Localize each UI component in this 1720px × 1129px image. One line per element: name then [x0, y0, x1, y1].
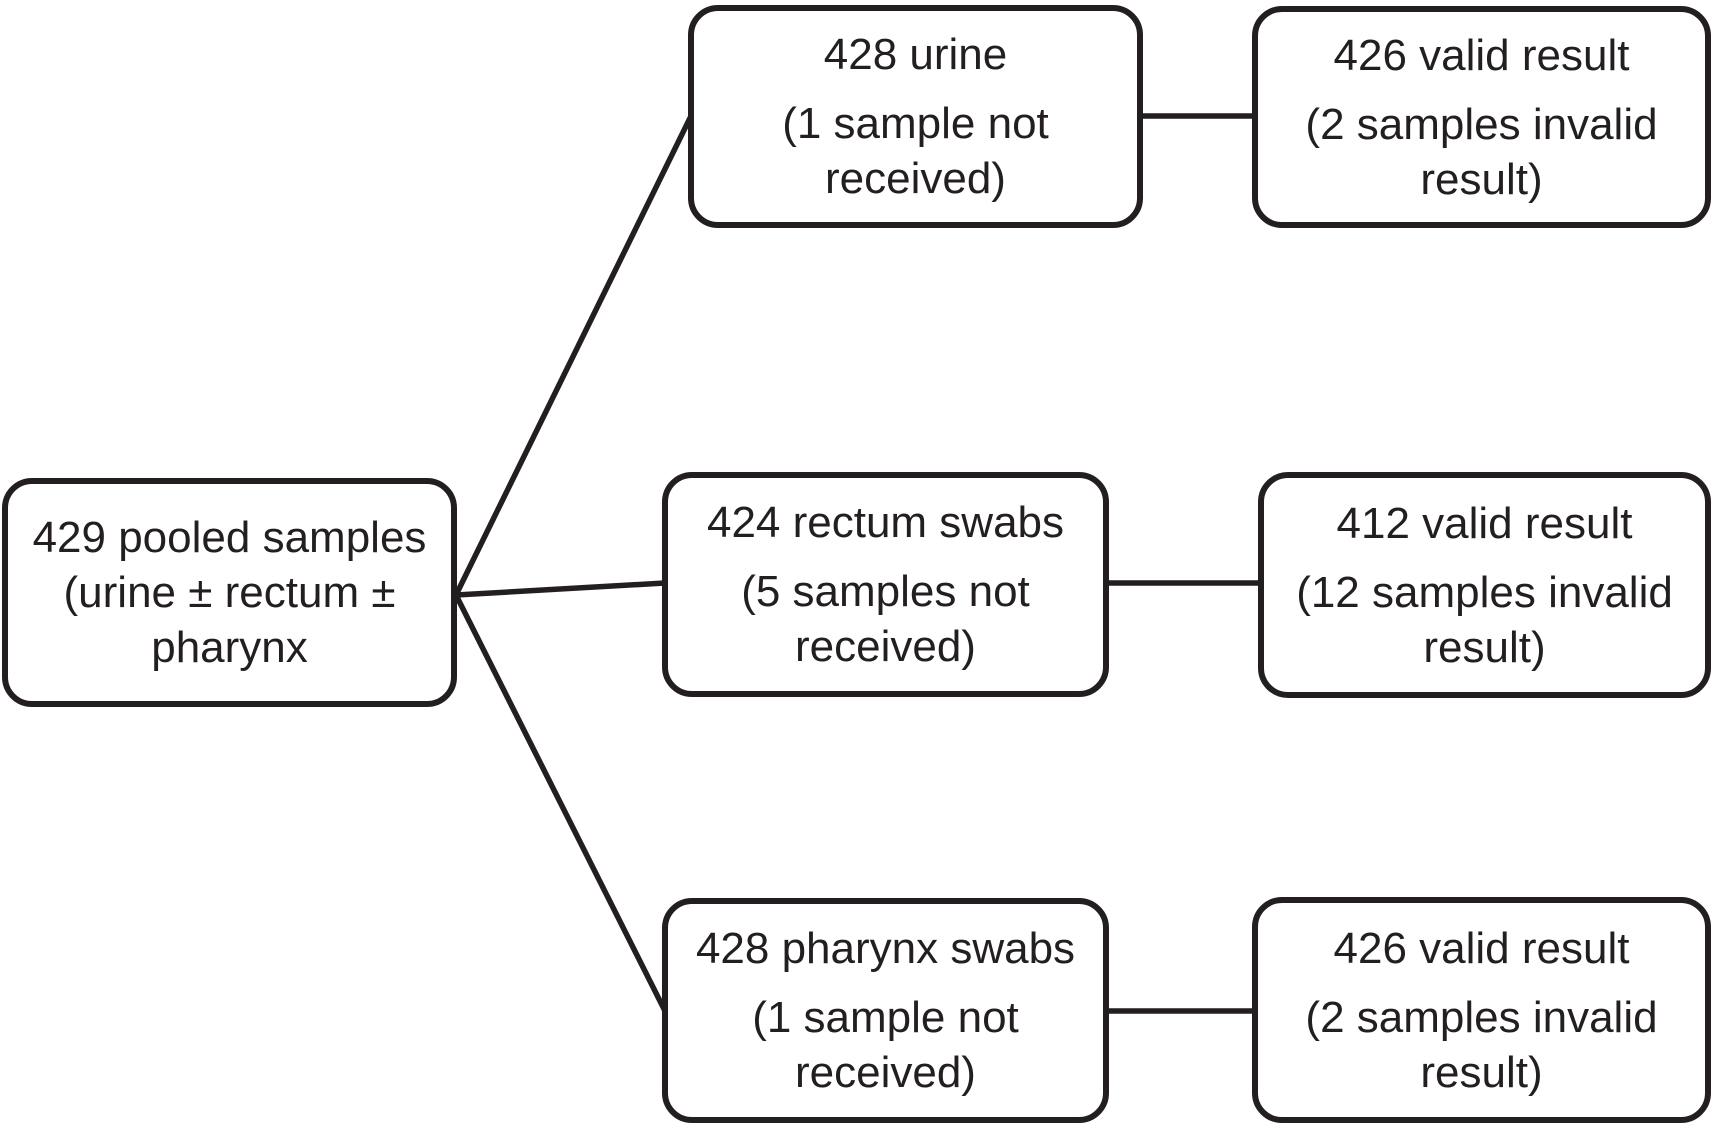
node-pooled-samples-label: 429 pooled samples (urine ± rectum ± pha… — [32, 513, 427, 672]
node-rectum: 424 rectum swabs (5 samples not received… — [662, 472, 1109, 697]
node-pharynx-note: (1 sample not received) — [752, 993, 1019, 1097]
node-rectum-title: 424 rectum swabs — [706, 498, 1065, 547]
node-pooled-samples: 429 pooled samples (urine ± rectum ± pha… — [2, 478, 457, 707]
node-pharynx-title: 428 pharynx swabs — [695, 924, 1076, 973]
node-urine-result-title: 426 valid result — [1333, 30, 1630, 80]
node-pharynx-result: 426 valid result (2 samples invalid resu… — [1252, 897, 1711, 1123]
node-rectum-result-note: (12 samples invalid result) — [1296, 567, 1673, 672]
node-urine-note: (1 sample not received) — [782, 99, 1049, 203]
node-pharynx: 428 pharynx swabs (1 sample not received… — [662, 898, 1109, 1123]
connector-pooled-to-urine — [453, 114, 694, 597]
node-urine: 428 urine (1 sample not received) — [688, 5, 1143, 228]
node-pharynx-result-title: 426 valid result — [1333, 923, 1630, 973]
node-urine-result-note: (2 samples invalid result) — [1305, 99, 1658, 204]
node-rectum-result-title: 412 valid result — [1336, 498, 1633, 548]
node-urine-result: 426 valid result (2 samples invalid resu… — [1252, 6, 1711, 228]
node-rectum-result: 412 valid result (12 samples invalid res… — [1258, 472, 1711, 698]
node-rectum-note: (5 samples not received) — [741, 567, 1030, 671]
connector-pooled-to-rectum — [455, 580, 666, 598]
connector-pooled-to-pharynx — [453, 593, 668, 1013]
node-pharynx-result-note: (2 samples invalid result) — [1305, 992, 1658, 1097]
node-urine-title: 428 urine — [823, 30, 1008, 79]
